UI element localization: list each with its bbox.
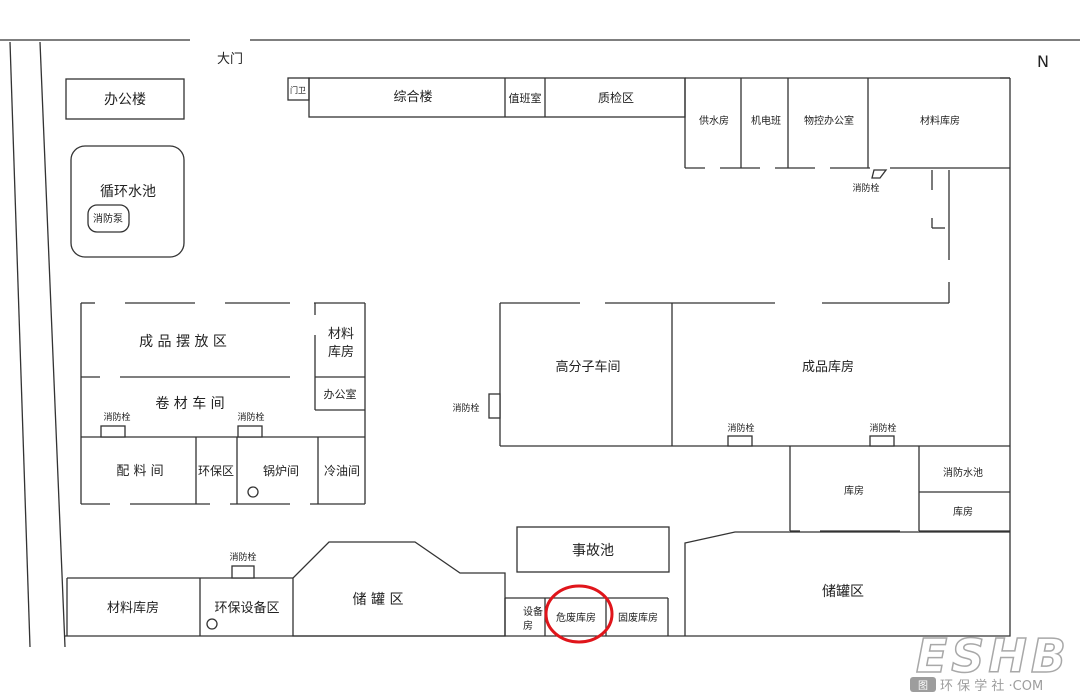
watermark-subtext: 环 保 学 社 ·COM [940,678,1043,694]
fire-pump-label: 消防泵 [93,212,123,225]
accident-pool [516,526,670,573]
middle-tank-area [292,541,506,637]
polymer-workshop-label: 高分子车间 [555,359,620,375]
office-building [65,78,185,120]
material-store-w-label-1: 材料 [328,327,354,342]
circulating-pool [70,145,185,258]
cold-oil-room-label: 冷油间 [324,464,360,478]
hazardous-waste-highlight-circle [544,584,614,644]
hydrant-c3-label: 消防栓 [869,422,896,434]
equip-room-label-1: 设备 [523,605,543,618]
hydrant-sw-label: 消防栓 [229,551,256,563]
east-corridor [931,170,950,304]
west-workshop-block [80,302,366,505]
gate-guard-label: 门卫 [290,85,306,95]
equip-room-label-2: 房 [523,619,533,632]
hydrant-ne-icon [871,169,888,179]
east-storage-cluster [789,446,1010,532]
electromech-team-label: 机电班 [751,114,781,127]
accident-pool-label: 事故池 [572,543,614,559]
boiler-circle-icon [247,486,259,498]
north-arrow-label: N [1037,52,1049,71]
store-b-label: 库房 [953,505,973,518]
env-equip-area-label: 环保设备区 [214,600,279,616]
finished-display-area-label: 成 品 摆 放 区 [139,334,227,350]
site-boundary [0,39,1080,648]
batching-room-label: 配 料 间 [116,464,163,479]
central-workshops [499,302,1010,447]
finished-store-label: 成品库房 [802,359,854,375]
solid-waste-store-label: 固废库房 [618,611,658,624]
duty-room-label: 值班室 [509,91,542,105]
east-tank-area [684,531,1010,636]
southwest-blocks [66,577,293,636]
small-office-label: 办公室 [324,387,357,401]
watermark-mark: 图 [918,680,928,692]
env-equip-circle-icon [206,618,218,630]
env-area-label: 环保区 [198,464,234,478]
water-supply-room-label: 供水房 [699,114,729,127]
watermark-logo: ESHB [916,629,1070,683]
watermark: ESHB 图 环 保 学 社 ·COM [910,628,1070,694]
middle-tank-area-label: 储 罐 区 [353,592,404,608]
material-store-ne-label: 材料库房 [920,114,960,127]
east-tank-area-label: 储罐区 [822,584,864,600]
qc-area-label: 质检区 [598,90,634,105]
hydrant-c2-icon [727,435,753,447]
hydrant-w1-icon [100,425,126,438]
hydrant-c1-icon [488,393,501,419]
complex-building-label: 综合楼 [393,90,432,105]
fire-pump [87,204,130,233]
office-building-label: 办公楼 [104,92,146,108]
hydrant-w2-label: 消防栓 [237,411,264,423]
hydrant-c2-label: 消防栓 [727,422,754,434]
hydrant-ne-label: 消防栓 [852,182,879,194]
material-store-w-label-2: 库房 [328,344,354,360]
fire-pool-label: 消防水池 [943,466,983,479]
store-a-label: 库房 [844,484,864,497]
main-gate-label: 大门 [217,52,243,67]
hydrant-c3-icon [869,435,895,447]
hydrant-w2-icon [237,425,263,438]
circulating-pool-label: 循环水池 [100,184,156,200]
logistics-office-label: 物控办公室 [804,114,854,127]
hazardous-waste-store-label: 危废库房 [556,611,596,624]
northeast-building-row [684,77,1010,169]
watermark-mark-icon [910,677,936,692]
hydrant-w1-label: 消防栓 [103,411,130,423]
material-store-sw-label: 材料库房 [107,600,159,616]
hydrant-c1-label: 消防栓 [452,402,479,414]
coil-workshop-label: 卷 材 车 间 [155,395,224,412]
boiler-room-label: 锅炉间 [263,463,299,478]
hydrant-sw-icon [231,565,255,579]
